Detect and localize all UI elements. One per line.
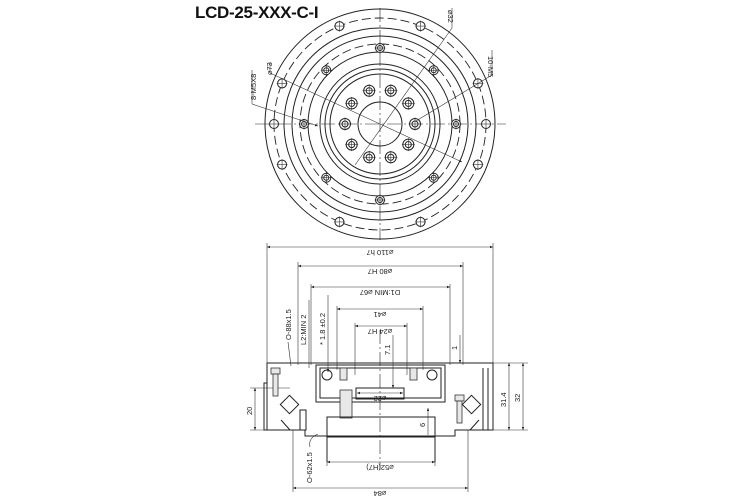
section-view: ⌀110 h7 ⌀80 H7 D1:MIN ⌀67 ⌀41 ⌀24 H7 ⌀22… bbox=[245, 243, 528, 498]
ball-bearing-left bbox=[321, 369, 333, 381]
bolt-head bbox=[270, 367, 281, 375]
leader-d73 bbox=[269, 72, 463, 163]
label-d22: ⌀22 bbox=[374, 394, 387, 403]
bearing-inner bbox=[319, 367, 442, 399]
housing-outline bbox=[266, 362, 494, 437]
label-d84: ⌀84 bbox=[374, 489, 387, 498]
label-l2-min: L2:MIN 2 bbox=[299, 315, 308, 345]
label-1: 1 bbox=[450, 346, 459, 350]
cross-roller-left bbox=[279, 394, 300, 415]
label-32: 32 bbox=[513, 394, 522, 402]
leader-m5x8 bbox=[251, 103, 319, 127]
output-hub bbox=[326, 416, 436, 438]
label-20: 20 bbox=[245, 407, 254, 415]
ring bbox=[324, 68, 436, 180]
label-d32: ⌀32 bbox=[446, 10, 455, 23]
housing-edge bbox=[263, 382, 268, 431]
center-bore bbox=[357, 101, 403, 147]
screw bbox=[339, 367, 348, 381]
bolt-head bbox=[454, 394, 465, 402]
ring bbox=[291, 35, 469, 213]
pin bbox=[299, 409, 307, 431]
cross-roller-right bbox=[461, 394, 482, 415]
label-oring-62: O-62x1.5 bbox=[305, 452, 314, 483]
label-d41: ⌀41 bbox=[374, 310, 387, 319]
label-7-1: 7.1 bbox=[383, 345, 392, 355]
label-d52: ⌀52(H7) bbox=[366, 463, 394, 472]
ring bbox=[329, 73, 431, 175]
label-d80: ⌀80 H7 bbox=[368, 267, 393, 276]
ball-bearing-right bbox=[426, 369, 438, 381]
label-8-m5x8: 8-M5X8 bbox=[249, 74, 258, 100]
label-oring-88: O-88x1.5 bbox=[284, 309, 293, 340]
bolt-left bbox=[272, 373, 279, 397]
label-10-m5: 10-M5 bbox=[486, 56, 495, 77]
label-31-4: 31.4 bbox=[499, 392, 508, 407]
top-view: ⌀32 10-M5 ⌀73 8-M5X8 bbox=[249, 8, 506, 240]
ring bbox=[319, 63, 441, 185]
leader-oring62 bbox=[309, 433, 319, 448]
label-6: 6 bbox=[418, 423, 427, 427]
bearing-housing bbox=[315, 364, 446, 403]
center-bolt bbox=[339, 389, 353, 419]
ring bbox=[283, 27, 477, 221]
label-d1-min: D1:MIN ⌀67 bbox=[360, 288, 400, 297]
leader-d32 bbox=[354, 27, 453, 166]
bolt-right bbox=[456, 400, 463, 424]
leader-m5 bbox=[415, 74, 493, 122]
label-tolerance-1-8: * 1.8 ±0.2 bbox=[318, 313, 327, 345]
label-d110: ⌀110 h7 bbox=[367, 248, 394, 257]
screw bbox=[409, 367, 418, 381]
seal bbox=[280, 419, 480, 431]
drawing-title: LCD-25-XXX-C-I bbox=[195, 3, 319, 22]
label-d73: ⌀73 bbox=[265, 62, 274, 75]
outer-ring bbox=[264, 8, 496, 240]
leader-oring88 bbox=[287, 341, 292, 367]
label-d24: ⌀24 H7 bbox=[368, 327, 393, 336]
